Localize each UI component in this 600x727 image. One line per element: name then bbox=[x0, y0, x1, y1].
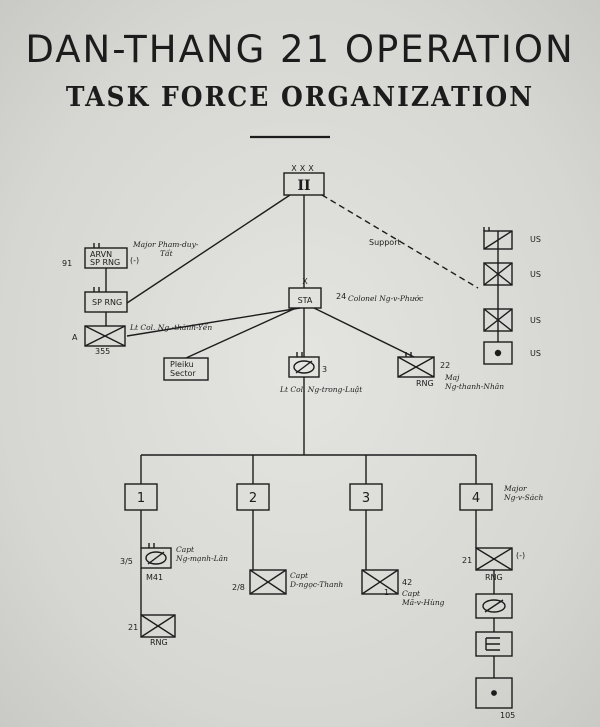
sp-rng-label: SP RNG bbox=[92, 298, 122, 307]
tf3-sub: 1 bbox=[384, 588, 389, 597]
sta-label: STA bbox=[298, 296, 313, 305]
us-label-2: US bbox=[530, 270, 541, 279]
task-force-2-label: 2 bbox=[249, 491, 257, 506]
tf3-unit-box bbox=[361, 569, 399, 595]
pleiku-line-1: Pleiku bbox=[170, 360, 194, 369]
tf2-unit-box bbox=[249, 569, 287, 595]
tf1-unit-sub: M41 bbox=[146, 573, 163, 582]
sta-cmdr: Colonel Ng-v-Phước bbox=[348, 294, 424, 303]
tf1-cmdr-1: Capt bbox=[176, 545, 195, 554]
tf2-unit-num: 2/8 bbox=[232, 583, 245, 592]
unit-22-cmdr-2: Ng-thanh-Nhân bbox=[444, 382, 504, 391]
us-label-1: US bbox=[530, 235, 541, 244]
tf3-unit-num: 42 bbox=[402, 578, 412, 587]
cmdr-major-2: Tất bbox=[160, 249, 174, 258]
tf4-cmdr-2: Ng-v-Sách bbox=[503, 493, 543, 502]
tf2-cmdr-2: D-ngọc-Thanh bbox=[289, 580, 343, 589]
page-title: DAN-THANG 21 OPERATION bbox=[25, 28, 575, 71]
tf4-num-105: 105 bbox=[500, 711, 515, 720]
tf3-cmdr-1: Capt bbox=[402, 589, 421, 598]
pleiku-line-2: Sector bbox=[170, 369, 196, 378]
arvn-label-1: ARVN bbox=[90, 250, 112, 259]
unit-22-cmdr-1: Maj bbox=[444, 373, 460, 382]
sta-box bbox=[288, 287, 322, 309]
tf1-unit-21-box bbox=[140, 614, 176, 638]
line-support bbox=[321, 194, 479, 289]
cmdr-major-1: Major Pham-duy- bbox=[132, 240, 199, 249]
unit-a-label: A bbox=[72, 333, 78, 342]
arvn-label-2: SP RNG bbox=[90, 258, 120, 267]
unit-22-box bbox=[397, 356, 435, 378]
us-flag-box bbox=[483, 230, 513, 250]
tf4-num-21: 21 bbox=[462, 556, 472, 565]
tf4-box-4 bbox=[475, 677, 513, 709]
sta-echelon: X bbox=[302, 277, 308, 286]
us-box-4 bbox=[483, 341, 513, 365]
tf1-num-21: 21 bbox=[128, 623, 138, 632]
sta-num: 24 bbox=[336, 292, 346, 301]
us-label-4: US bbox=[530, 349, 541, 358]
tf4-minus: (-) bbox=[516, 551, 525, 560]
tf1-unit-num: 3/5 bbox=[120, 557, 133, 566]
us-label-3: US bbox=[530, 316, 541, 325]
left-minus: (-) bbox=[130, 256, 139, 265]
unit-a-box bbox=[84, 325, 126, 347]
tf1-cmdr-2: Ng-mạnh-Lân bbox=[175, 554, 228, 563]
line-sta-unit22 bbox=[313, 307, 415, 358]
tf1-unit-m41-box bbox=[140, 547, 172, 569]
line-sta-unit-a bbox=[126, 307, 301, 337]
tf2-cmdr-1: Capt bbox=[290, 571, 309, 580]
us-box-3 bbox=[483, 308, 513, 332]
line-corps-sp-rng bbox=[126, 194, 291, 304]
line-sta-pleiku bbox=[185, 307, 297, 359]
tf4-cmdr-1: Major bbox=[503, 484, 527, 493]
page-subtitle: TASK FORCE ORGANIZATION bbox=[65, 80, 535, 113]
task-force-3-label: 3 bbox=[362, 491, 370, 506]
us-box-2 bbox=[483, 262, 513, 286]
cmdr-ltcol: Lt Col. Ng.-thành-Yến bbox=[129, 323, 212, 332]
unit-3-num: 3 bbox=[322, 365, 327, 374]
task-force-4-label: 4 bbox=[472, 491, 480, 506]
tf4-rng: RNG bbox=[485, 573, 503, 582]
corps-echelon: XXX bbox=[291, 164, 316, 173]
tf3-cmdr-2: Mã-v-Hùng bbox=[401, 598, 445, 607]
num-355: 355 bbox=[95, 347, 110, 356]
unit-3-cmdr: Lt Col. Ng-trong-Luật bbox=[279, 385, 363, 394]
support-label: Support bbox=[369, 238, 401, 247]
num-91: 91 bbox=[62, 259, 72, 268]
task-force-1-label: 1 bbox=[137, 491, 145, 506]
unit-22-num: 22 bbox=[440, 361, 450, 370]
unit-22-rng: RNG bbox=[416, 379, 434, 388]
corps-label: II bbox=[297, 178, 310, 194]
tf1-rng: RNG bbox=[150, 638, 168, 647]
pleiku-sector-box bbox=[163, 357, 209, 381]
